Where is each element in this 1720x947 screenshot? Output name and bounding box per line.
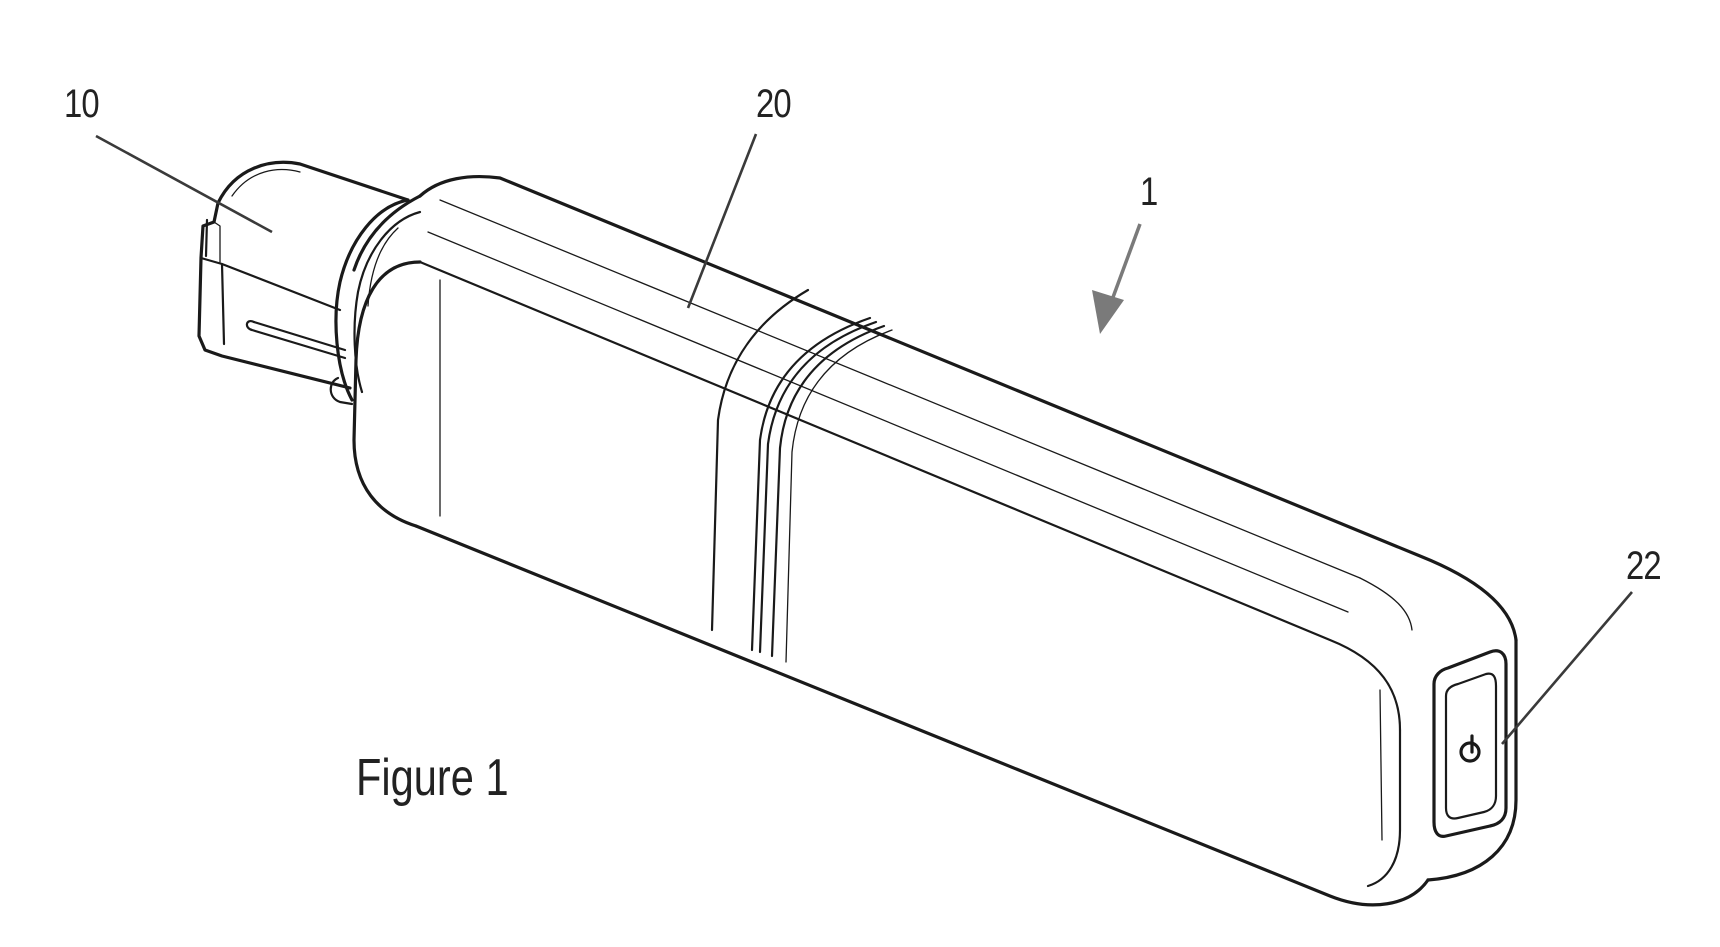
cap-part	[197, 160, 410, 406]
leader-housing	[686, 133, 758, 309]
housing-body	[352, 175, 1518, 907]
label-device: 1	[1140, 170, 1158, 214]
device-arrow	[1092, 223, 1142, 334]
figure-caption: Figure 1	[356, 749, 509, 807]
leader-button	[1501, 591, 1633, 745]
power-button	[1432, 649, 1508, 838]
label-button: 22	[1626, 544, 1662, 588]
label-cap: 10	[64, 82, 100, 126]
leader-cap	[95, 134, 273, 234]
label-housing: 20	[756, 82, 792, 126]
